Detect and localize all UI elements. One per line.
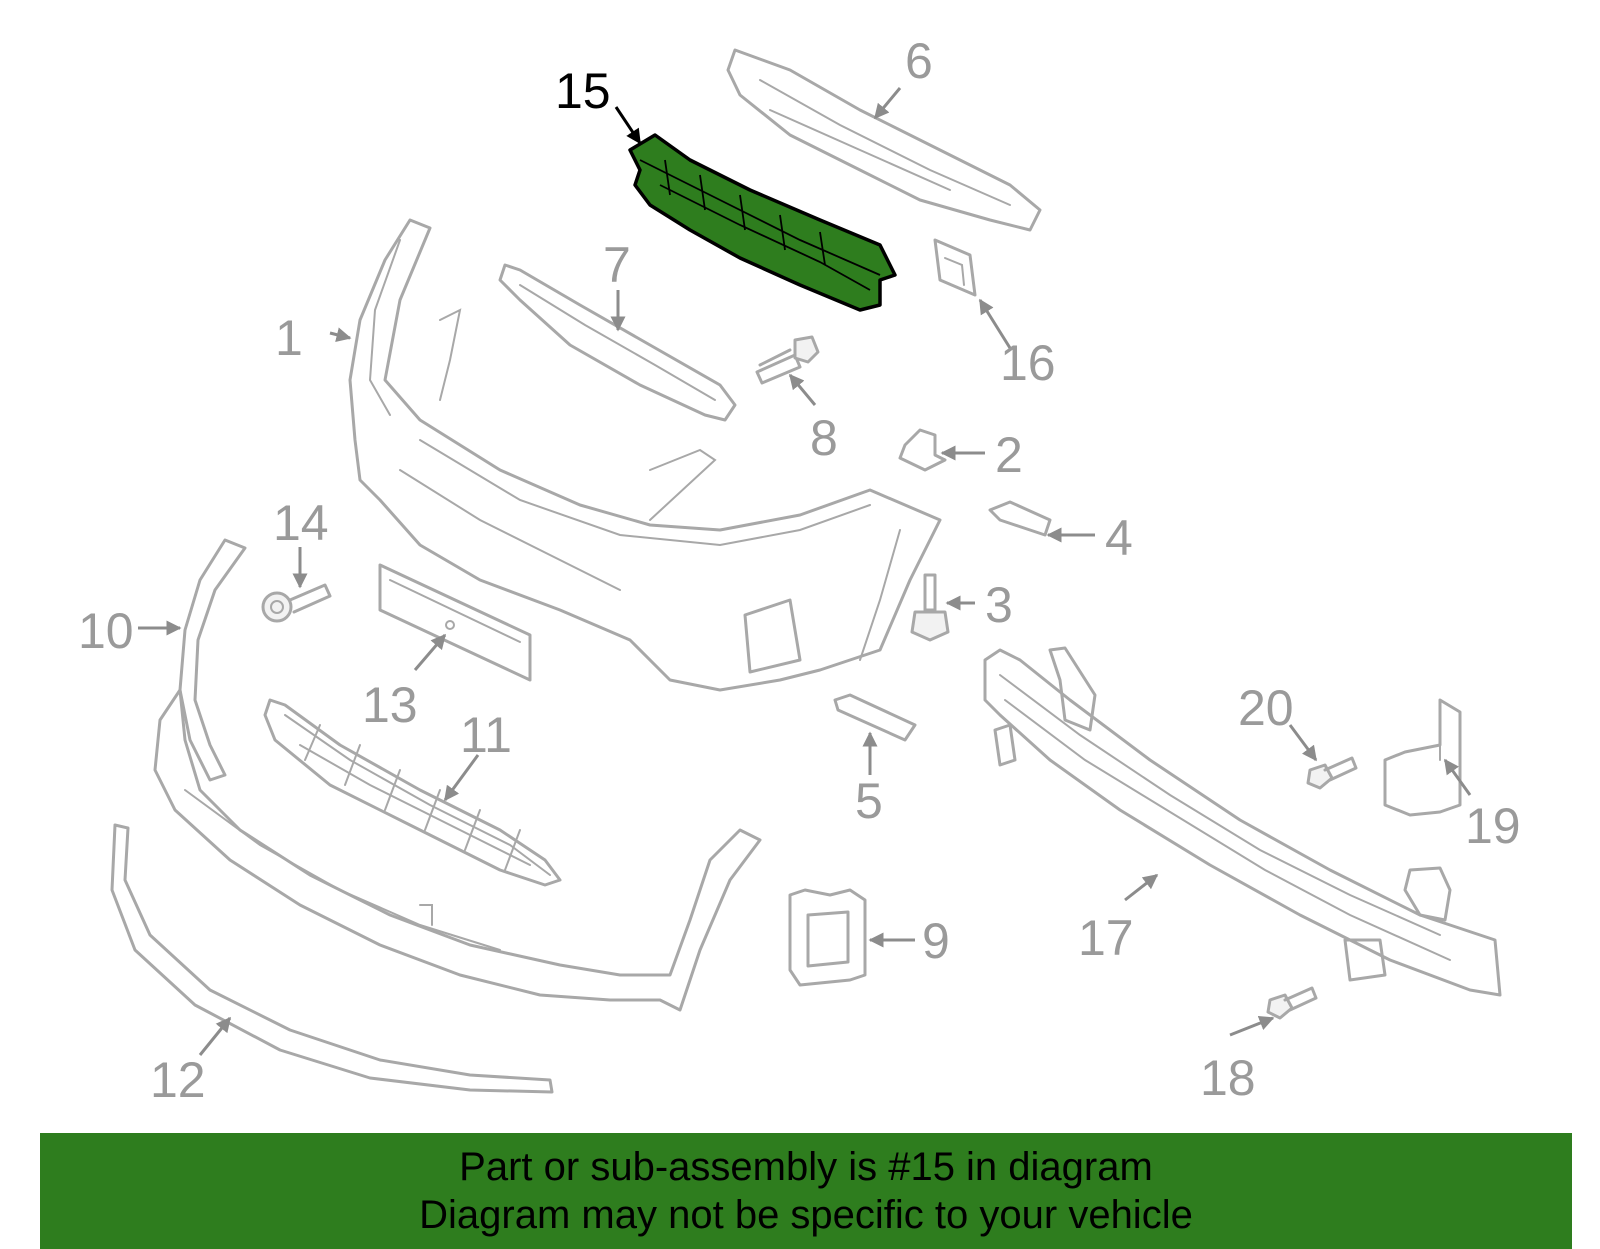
part-12-lower-strip[interactable] [110, 823, 554, 1094]
callout-8[interactable]: 8 [810, 410, 838, 466]
leader-8 [788, 373, 817, 406]
callout-3[interactable]: 3 [985, 577, 1013, 633]
callout-11[interactable]: 11 [460, 707, 512, 763]
callout-4[interactable]: 4 [1105, 510, 1133, 566]
leader-12 [198, 1016, 232, 1056]
callout-15[interactable]: 15 [555, 63, 611, 119]
part-10-trim-strip[interactable] [178, 538, 247, 782]
leader-15 [614, 106, 642, 145]
leader-18 [1229, 1015, 1275, 1037]
callout-12[interactable]: 12 [150, 1052, 206, 1108]
leader-1 [329, 327, 352, 343]
leader-16 [978, 298, 1012, 349]
part-8-bolt[interactable] [755, 335, 820, 385]
footer-banner: Part or sub-assembly is #15 in diagram D… [40, 1133, 1572, 1249]
leader-20 [1288, 724, 1318, 762]
part-20-bolt[interactable] [1306, 756, 1358, 790]
part-18-bolt[interactable] [1266, 986, 1318, 1020]
part-lower-valance[interactable] [153, 688, 762, 1012]
part-16-bracket[interactable] [933, 238, 977, 297]
part-15-reinforcement[interactable] [628, 133, 897, 312]
callout-1[interactable]: 1 [275, 310, 303, 366]
part-14-screw[interactable] [261, 583, 332, 623]
part-13-license-bracket[interactable] [378, 563, 532, 682]
part-2-clip[interactable] [898, 428, 947, 472]
leader-19 [1443, 758, 1472, 796]
part-17-impact-beam[interactable] [983, 646, 1502, 997]
leader-13 [413, 633, 447, 671]
leader-17 [1124, 873, 1159, 902]
part-1-bumper-cover[interactable] [348, 218, 942, 692]
callout-17[interactable]: 17 [1078, 910, 1134, 966]
part-11-grille[interactable] [263, 698, 562, 887]
callout-13[interactable]: 13 [362, 677, 418, 733]
callout-9[interactable]: 9 [922, 913, 950, 969]
callout-5[interactable]: 5 [855, 773, 883, 829]
footer-line-2: Diagram may not be specific to your vehi… [419, 1193, 1193, 1237]
part-6-absorber[interactable] [726, 48, 1042, 232]
part-4-bracket[interactable] [988, 500, 1052, 537]
callout-7[interactable]: 7 [603, 237, 631, 293]
callout-19[interactable]: 19 [1465, 798, 1521, 854]
callout-14[interactable]: 14 [273, 495, 329, 551]
part-19-bracket[interactable] [1383, 698, 1462, 817]
part-9-bezel[interactable] [788, 888, 867, 987]
callout-18[interactable]: 18 [1200, 1050, 1256, 1106]
callout-2[interactable]: 2 [995, 427, 1023, 483]
callout-20[interactable]: 20 [1238, 680, 1294, 736]
callout-10[interactable]: 10 [78, 603, 134, 659]
leader-11 [443, 754, 480, 802]
part-3-bolt[interactable] [910, 573, 950, 642]
callout-6[interactable]: 6 [905, 33, 933, 89]
part-5-cap[interactable] [833, 693, 917, 742]
leader-6 [873, 87, 902, 120]
footer-line-1: Part or sub-assembly is #15 in diagram [459, 1145, 1153, 1189]
part-7-molding[interactable] [498, 263, 737, 422]
callout-16[interactable]: 16 [1000, 335, 1056, 391]
